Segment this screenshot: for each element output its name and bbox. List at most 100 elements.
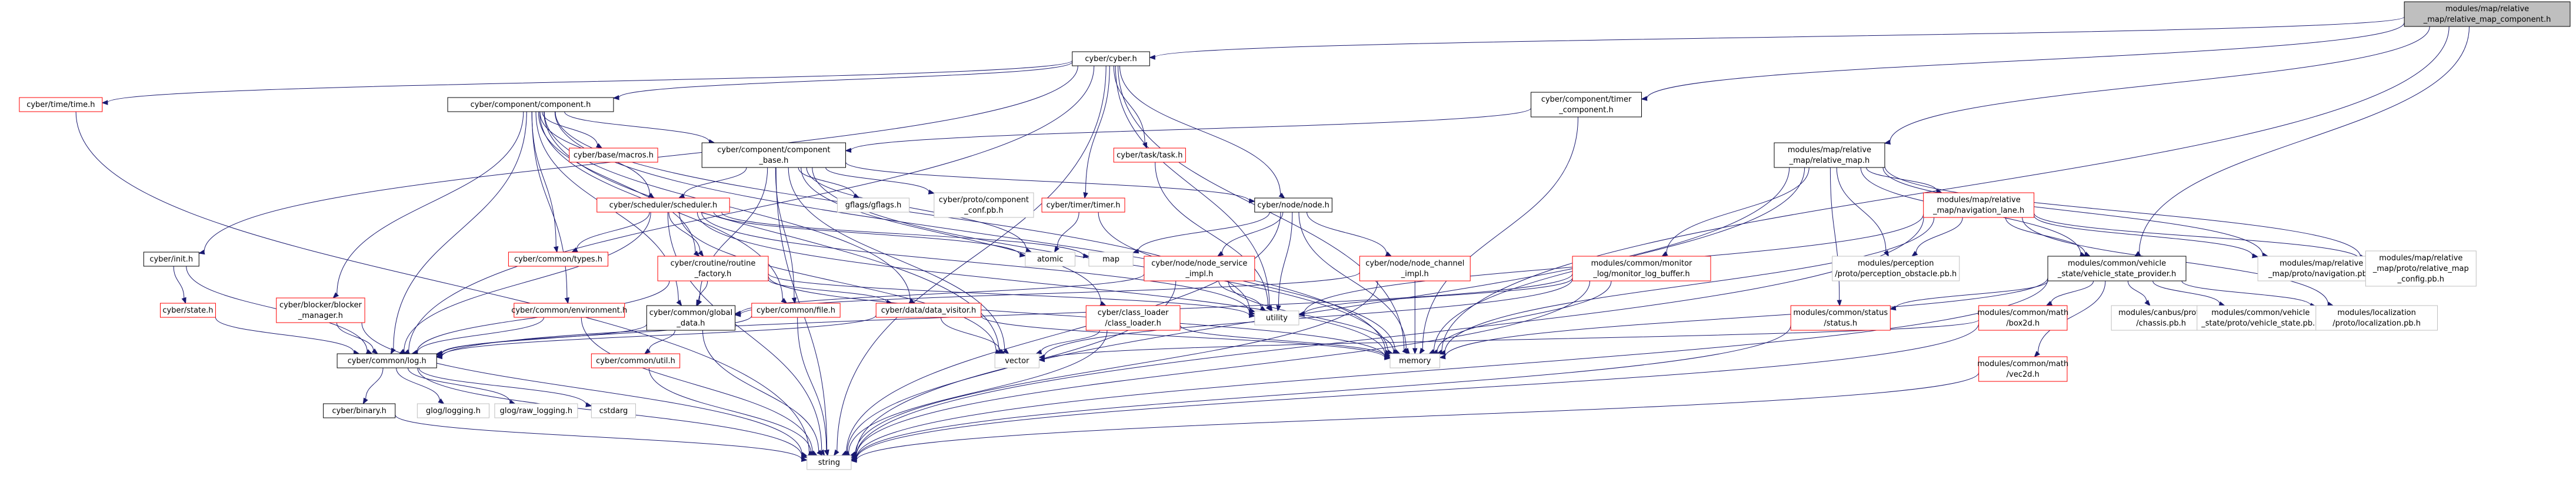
edge-node_h-to-map: [1132, 212, 1270, 254]
node-label: cyber/base/macros.h: [574, 151, 654, 160]
edge-routine_factory-to-data_visitor: [768, 279, 893, 305]
node-blocker-manager[interactable]: cyber/blocker/blocker_manager.h: [276, 297, 365, 323]
node-init-h[interactable]: cyber/init.h: [143, 252, 199, 267]
node-vec2d[interactable]: modules/common/math/vec2d.h: [1977, 356, 2068, 382]
edge-scheduler-to-atomic: [713, 212, 1027, 257]
edge-relative_map-to-perception_obstacle: [1836, 167, 1889, 257]
node-label: modules/perception/proto/perception_obst…: [1835, 259, 1957, 279]
node-common-util[interactable]: cyber/common/util.h: [591, 353, 681, 368]
edge-root-to-timer_component: [1641, 22, 2405, 101]
edge-component_h-to-common_types: [531, 111, 559, 253]
node-navigation-lane[interactable]: modules/map/relative_map/navigation_lane…: [1923, 192, 2035, 218]
node-node-service-impl[interactable]: cyber/node/node_service_impl.h: [1144, 256, 1255, 281]
node-cyber-h[interactable]: cyber/cyber.h: [1072, 51, 1150, 66]
node-time-h[interactable]: cyber/time/time.h: [19, 97, 103, 112]
node-relative-map[interactable]: modules/map/relative_map/relative_map.h: [1774, 142, 1885, 168]
node-atomic: atomic: [1025, 252, 1075, 267]
node-label: cyber/proto/component_conf.pb.h: [939, 196, 1029, 215]
edge-vehicle_state_provider-to-vehicle_state_pb: [2152, 280, 2226, 306]
node-routine-factory[interactable]: cyber/croutine/routine_factory.h: [657, 256, 769, 281]
edge-common_file-to-string: [797, 317, 829, 457]
node-monitor-log-buffer[interactable]: modules/common/monitor_log/monitor_log_b…: [1572, 256, 1711, 281]
edge-cyber_h-to-component_h: [612, 61, 1073, 100]
edge-vehicle_state_provider-to-status_h: [1889, 280, 2048, 311]
edge-data_visitor-to-vector: [940, 317, 1006, 354]
edge-blocker_manager-to-common_log: [336, 322, 379, 354]
node-common-types[interactable]: cyber/common/types.h: [508, 252, 609, 267]
node-glog-raw-logging: glog/raw_logging.h: [494, 403, 578, 418]
edge-timer_h-to-atomic: [1054, 212, 1079, 253]
node-label: cyber/common/util.h: [596, 357, 675, 366]
edge-navigation_lane-to-perception_obstacle: [1911, 217, 1963, 257]
node-label: modules/common/vehicle_state/proto/vehic…: [2201, 309, 2320, 328]
node-label: cyber/timer/timer.h: [1047, 201, 1121, 210]
node-label: atomic: [1037, 255, 1063, 264]
nodes-layer: modules/map/relative_map/relative_map_co…: [19, 1, 2571, 470]
node-component-base[interactable]: cyber/component/component_base.h: [701, 142, 847, 168]
node-node-channel-impl[interactable]: cyber/node/node_channel_impl.h: [1359, 256, 1471, 281]
edge-node_h-to-utility: [1276, 212, 1293, 312]
edge-component_h-to-common_log: [390, 111, 527, 355]
node-status-h[interactable]: modules/common/status/status.h: [1790, 305, 1891, 331]
node-data-visitor[interactable]: cyber/data/data_visitor.h: [875, 303, 982, 318]
node-label: cyber/task/task.h: [1117, 151, 1182, 160]
edge-class_loader-to-vector: [1035, 330, 1100, 354]
node-label: cyber/common/log.h: [348, 357, 426, 366]
node-label: cyber/croutine/routine_factory.h: [671, 259, 756, 279]
edge-init_h-to-state_h: [173, 266, 186, 304]
node-label: cyber/class_loader/class_loader.h: [1098, 309, 1169, 328]
node-root[interactable]: modules/map/relative_map/relative_map_co…: [2404, 1, 2571, 27]
edge-common_global_data-to-string: [702, 330, 823, 456]
node-component-h[interactable]: cyber/component/component.h: [447, 97, 614, 112]
node-timer-h[interactable]: cyber/timer/timer.h: [1041, 197, 1125, 213]
node-label: modules/common/vehicle_state/vehicle_sta…: [2057, 259, 2176, 279]
edge-timer_component-to-component_base: [845, 108, 1532, 153]
node-state-h[interactable]: cyber/state.h: [159, 303, 216, 318]
node-timer-component[interactable]: cyber/component/timer_component.h: [1531, 92, 1642, 118]
node-memory: memory: [1389, 353, 1441, 368]
node-gflags: gflags/gflags.h: [837, 197, 910, 213]
node-label: cyber/cyber.h: [1085, 55, 1137, 63]
node-common-environment[interactable]: cyber/common/environment.h: [511, 303, 627, 318]
edge-vehicle_state_provider-to-chassis_pb: [2127, 280, 2151, 307]
node-binary-h[interactable]: cyber/binary.h: [323, 403, 396, 418]
node-base-macros[interactable]: cyber/base/macros.h: [569, 148, 658, 163]
node-label: cyber/node/node.h: [1257, 201, 1329, 210]
edge-node_h-to-node_channel_impl: [1307, 212, 1392, 257]
node-label: cyber/component/timer_component.h: [1541, 95, 1632, 115]
node-label: modules/map/relative_map/proto/relative_…: [2372, 254, 2469, 284]
edge-binary_h-to-string: [395, 414, 808, 462]
node-box2d[interactable]: modules/common/math/box2d.h: [1977, 305, 2068, 331]
edge-node_channel_impl-to-memory: [1412, 281, 1418, 355]
node-label: modules/common/monitor_log/monitor_log_b…: [1591, 259, 1692, 279]
node-label: modules/map/relative_map/proto/navigatio…: [2268, 259, 2374, 279]
node-task-h[interactable]: cyber/task/task.h: [1113, 148, 1186, 163]
edge-common_global_data-to-common_util: [644, 330, 675, 354]
edge-root-to-vehicle_state_provider: [2134, 26, 2470, 257]
node-label: modules/common/math/box2d.h: [1977, 309, 2068, 328]
node-common-log[interactable]: cyber/common/log.h: [336, 353, 437, 368]
edge-component_base-to-scheduler: [678, 167, 747, 199]
node-label: utility: [1266, 314, 1288, 323]
node-label: memory: [1399, 357, 1431, 366]
edge-state_h-to-common_log: [215, 317, 360, 355]
node-node-h[interactable]: cyber/node/node.h: [1254, 197, 1332, 213]
node-common-file[interactable]: cyber/common/file.h: [751, 303, 841, 318]
edge-component_base-to-proto_component_conf: [825, 167, 935, 195]
edge-timer_h-to-memory: [1098, 212, 1401, 354]
node-common-global-data[interactable]: cyber/common/global_data.h: [646, 305, 736, 331]
node-vehicle-state-provider[interactable]: modules/common/vehicle_state/vehicle_sta…: [2047, 256, 2187, 281]
node-label: cyber/data/data_visitor.h: [881, 306, 977, 315]
edge-routine_factory-to-common_global_data: [696, 280, 708, 307]
node-class-loader[interactable]: cyber/class_loader/class_loader.h: [1085, 305, 1181, 331]
edge-component_h-to-component_base: [564, 111, 715, 145]
node-label: modules/canbus/proto/chassis.pb.h: [2118, 309, 2204, 328]
node-label: cyber/common/file.h: [757, 306, 835, 315]
node-scheduler[interactable]: cyber/scheduler/scheduler.h: [596, 197, 730, 213]
node-map: map: [1088, 252, 1134, 267]
edge-component_h-to-blocker_manager: [332, 111, 524, 299]
node-label: cyber/common/global_data.h: [649, 309, 732, 328]
edge-relative_map-to-monitor_log_buffer: [1661, 167, 1809, 257]
edge-common_log-to-cstdarg: [418, 367, 592, 407]
edge-scheduler-to-common_types: [571, 212, 650, 253]
